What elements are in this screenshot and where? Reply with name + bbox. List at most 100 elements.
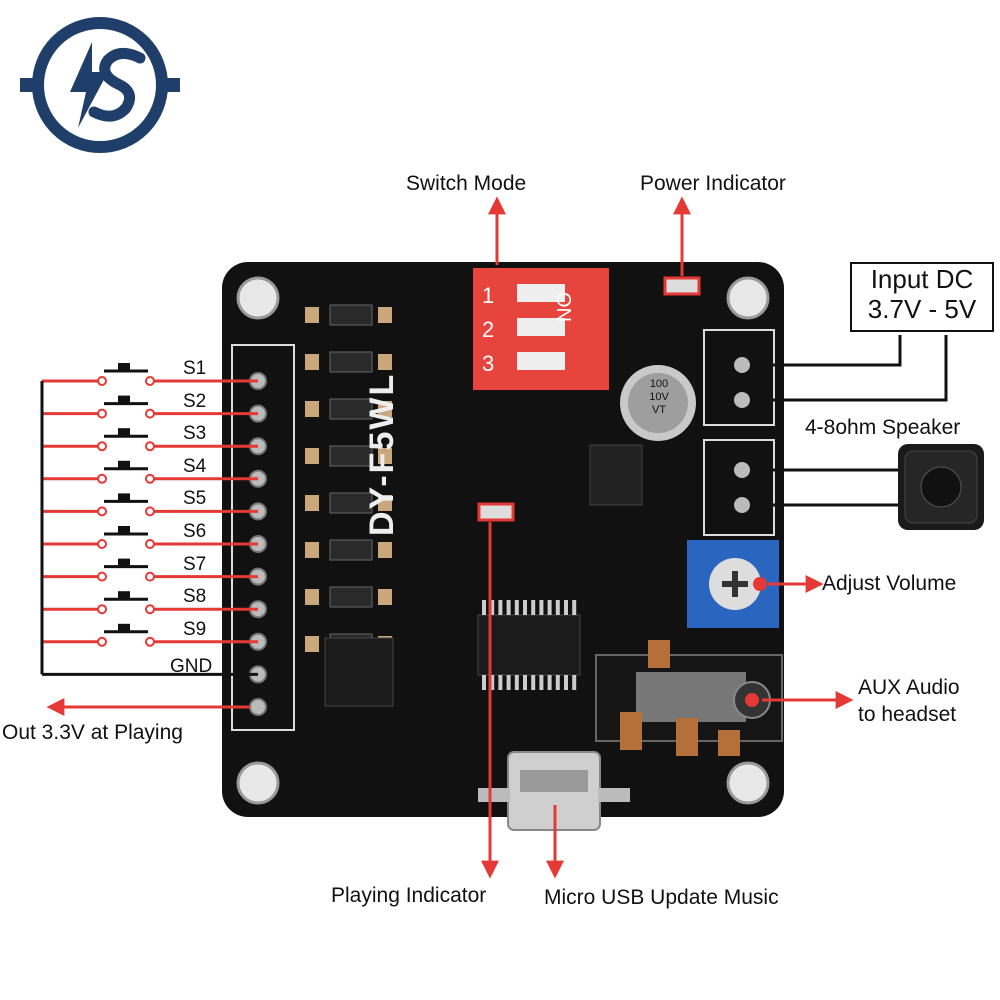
ic-pin	[539, 675, 544, 690]
resistor	[378, 354, 392, 370]
adjust-volume-label: Adjust Volume	[822, 572, 957, 595]
ic-pin	[547, 675, 552, 690]
aux-label-2: to headset	[858, 703, 957, 726]
diode	[329, 351, 373, 373]
resistor	[378, 495, 392, 511]
ic-pin	[564, 600, 568, 615]
button-row	[42, 363, 258, 386]
resistor	[305, 448, 319, 464]
ic-pin	[523, 675, 527, 690]
resistor	[378, 448, 392, 464]
diode	[329, 304, 373, 326]
button-row	[42, 428, 258, 452]
power-indicator-label: Power Indicator	[640, 172, 786, 195]
pcb-board	[222, 262, 784, 831]
resistor	[305, 636, 319, 652]
button-label: S8	[183, 586, 207, 608]
lightning-s-logo-icon	[20, 17, 180, 153]
button-label: S1	[183, 358, 207, 379]
ic-pin	[498, 675, 503, 690]
ic-pin	[547, 600, 552, 615]
ic-pin	[490, 600, 495, 615]
speaker-label: 4-8ohm Speaker	[805, 416, 961, 439]
ic-pin	[514, 675, 519, 690]
aux-label-1: AUX Audio	[858, 676, 960, 699]
ic-pin	[523, 600, 527, 615]
gnd-label: GND	[170, 656, 213, 677]
annotation-arrows	[46, 196, 854, 879]
micro-usb-label: Micro USB Update Music	[544, 886, 779, 909]
speaker-terminal	[703, 439, 775, 536]
button-row	[42, 623, 258, 647]
ic-pin	[482, 675, 486, 690]
dc-wire-plus	[750, 335, 902, 367]
dip-on-text: ON	[552, 292, 574, 322]
main-ic-pins	[482, 600, 577, 690]
capacitor-label: 100 10V VT	[644, 378, 674, 417]
button-label: S3	[183, 423, 207, 445]
resistor	[305, 495, 319, 511]
ic-pin	[531, 675, 536, 690]
button-row	[42, 493, 258, 517]
resistor	[305, 401, 319, 417]
ic-pin	[490, 675, 495, 690]
ic-pin	[572, 675, 577, 690]
resistor	[378, 589, 392, 605]
resistor	[305, 354, 319, 370]
ic-pin	[572, 600, 577, 615]
resistor	[378, 307, 392, 323]
diode	[329, 586, 373, 608]
cap-line-1: 100	[649, 378, 669, 390]
resistor	[378, 542, 392, 558]
diode	[329, 445, 373, 467]
ic-pin	[531, 600, 536, 615]
playing-led	[477, 502, 515, 522]
resistor	[305, 542, 319, 558]
ic-pin	[506, 675, 511, 690]
button-label: S2	[183, 390, 207, 412]
button-row	[42, 558, 258, 582]
audio-jack	[595, 640, 783, 756]
input-dc-box: Input DC 3.7V - 5V	[850, 262, 994, 332]
cap-line-3: VT	[651, 404, 667, 416]
button-wiring	[40, 363, 258, 676]
input-dc-line1: Input DC	[870, 264, 974, 294]
ic-pin	[498, 600, 503, 615]
pin-header	[249, 372, 267, 716]
power-terminal	[703, 329, 775, 426]
ic-pin	[555, 675, 560, 690]
input-dc-line2: 3.7V - 5V	[867, 294, 977, 324]
dip-number: 3	[482, 351, 495, 376]
ic-pin	[514, 600, 519, 615]
speaker-icon	[898, 444, 984, 530]
out-label: Out 3.3V at Playing	[2, 721, 183, 744]
button-row	[42, 591, 258, 615]
button-row	[42, 460, 258, 484]
cap-line-2: 10V	[649, 391, 669, 403]
ic-pin	[539, 600, 544, 615]
diode	[329, 539, 373, 561]
power-led	[663, 276, 701, 296]
button-label: S7	[183, 553, 207, 575]
button-label: S9	[183, 618, 207, 640]
switch-mode-label: Switch Mode	[406, 172, 527, 195]
button-label: S6	[183, 521, 207, 542]
button-row	[42, 526, 258, 549]
dip-number: 2	[482, 317, 495, 342]
mounting-holes	[236, 276, 770, 805]
dip-number: 1	[482, 283, 495, 308]
board-model-text: DY-F5WL	[363, 372, 401, 536]
diode	[329, 398, 373, 420]
dip-switch	[473, 268, 609, 390]
button-label: S4	[183, 455, 207, 477]
ic-pin	[555, 600, 560, 615]
electrolytic-capacitor	[620, 365, 696, 441]
ic-pin	[506, 600, 511, 615]
resistor	[305, 307, 319, 323]
ic-pin	[564, 675, 568, 690]
resistor	[378, 401, 392, 417]
playing-indicator-label: Playing Indicator	[331, 884, 487, 907]
ic-pin	[482, 600, 486, 615]
